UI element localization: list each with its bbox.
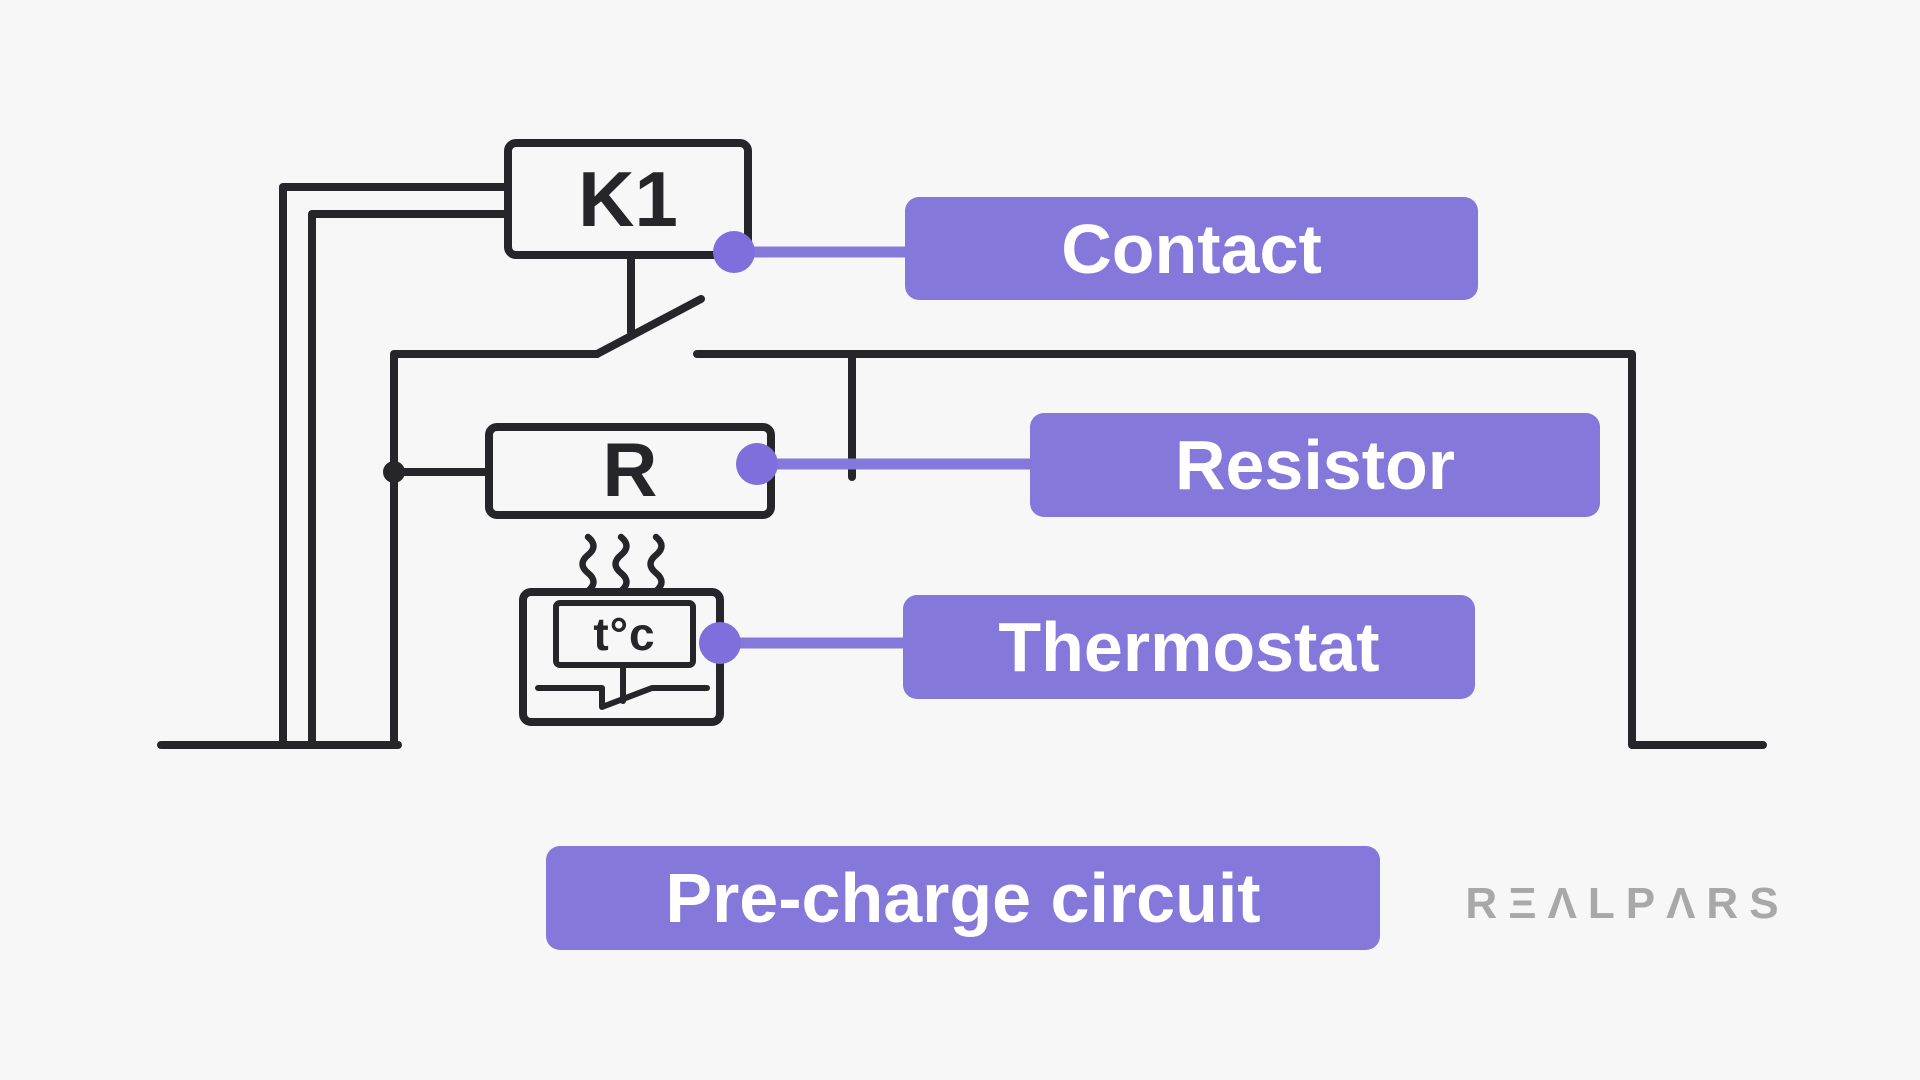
- heat-waves-icon: [579, 533, 665, 595]
- connector-dot-resistor: [736, 443, 778, 485]
- callout-thermostat-label: Thermostat: [998, 608, 1380, 686]
- junction-dot: [383, 461, 405, 483]
- wire-switch-feeder: [390, 350, 601, 749]
- caption-pre-charge-circuit: Pre-charge circuit: [546, 846, 1380, 950]
- relay-coil-box: [504, 139, 752, 259]
- heat-wave-icon: [647, 533, 665, 595]
- wire-left-outer: [279, 183, 516, 749]
- thermostat-symbol-label: t°c: [593, 608, 656, 660]
- connector-dot-contact: [713, 231, 755, 273]
- callout-resistor: Resistor: [1030, 413, 1600, 517]
- thermostat-contact: [535, 685, 710, 710]
- callout-resistor-label: Resistor: [1174, 426, 1456, 504]
- heat-wave-icon: [579, 533, 597, 595]
- wire-left-inner: [308, 210, 516, 749]
- relay-coil-label: K1: [578, 155, 678, 243]
- callout-thermostat: Thermostat: [903, 595, 1475, 699]
- realpars-logo-text: RΞΛLPΛRS: [1465, 879, 1790, 928]
- wire-main-right: [693, 350, 1767, 749]
- heat-wave-icon: [612, 533, 630, 595]
- connector-dot-thermostat: [699, 622, 741, 664]
- callout-contact-label: Contact: [1061, 209, 1322, 288]
- realpars-logo: RΞΛLPΛRS: [1445, 880, 1810, 928]
- callout-contact: Contact: [905, 197, 1478, 300]
- switch-blade: [593, 295, 705, 358]
- caption-label: Pre-charge circuit: [665, 859, 1261, 937]
- resistor-label: R: [602, 428, 658, 513]
